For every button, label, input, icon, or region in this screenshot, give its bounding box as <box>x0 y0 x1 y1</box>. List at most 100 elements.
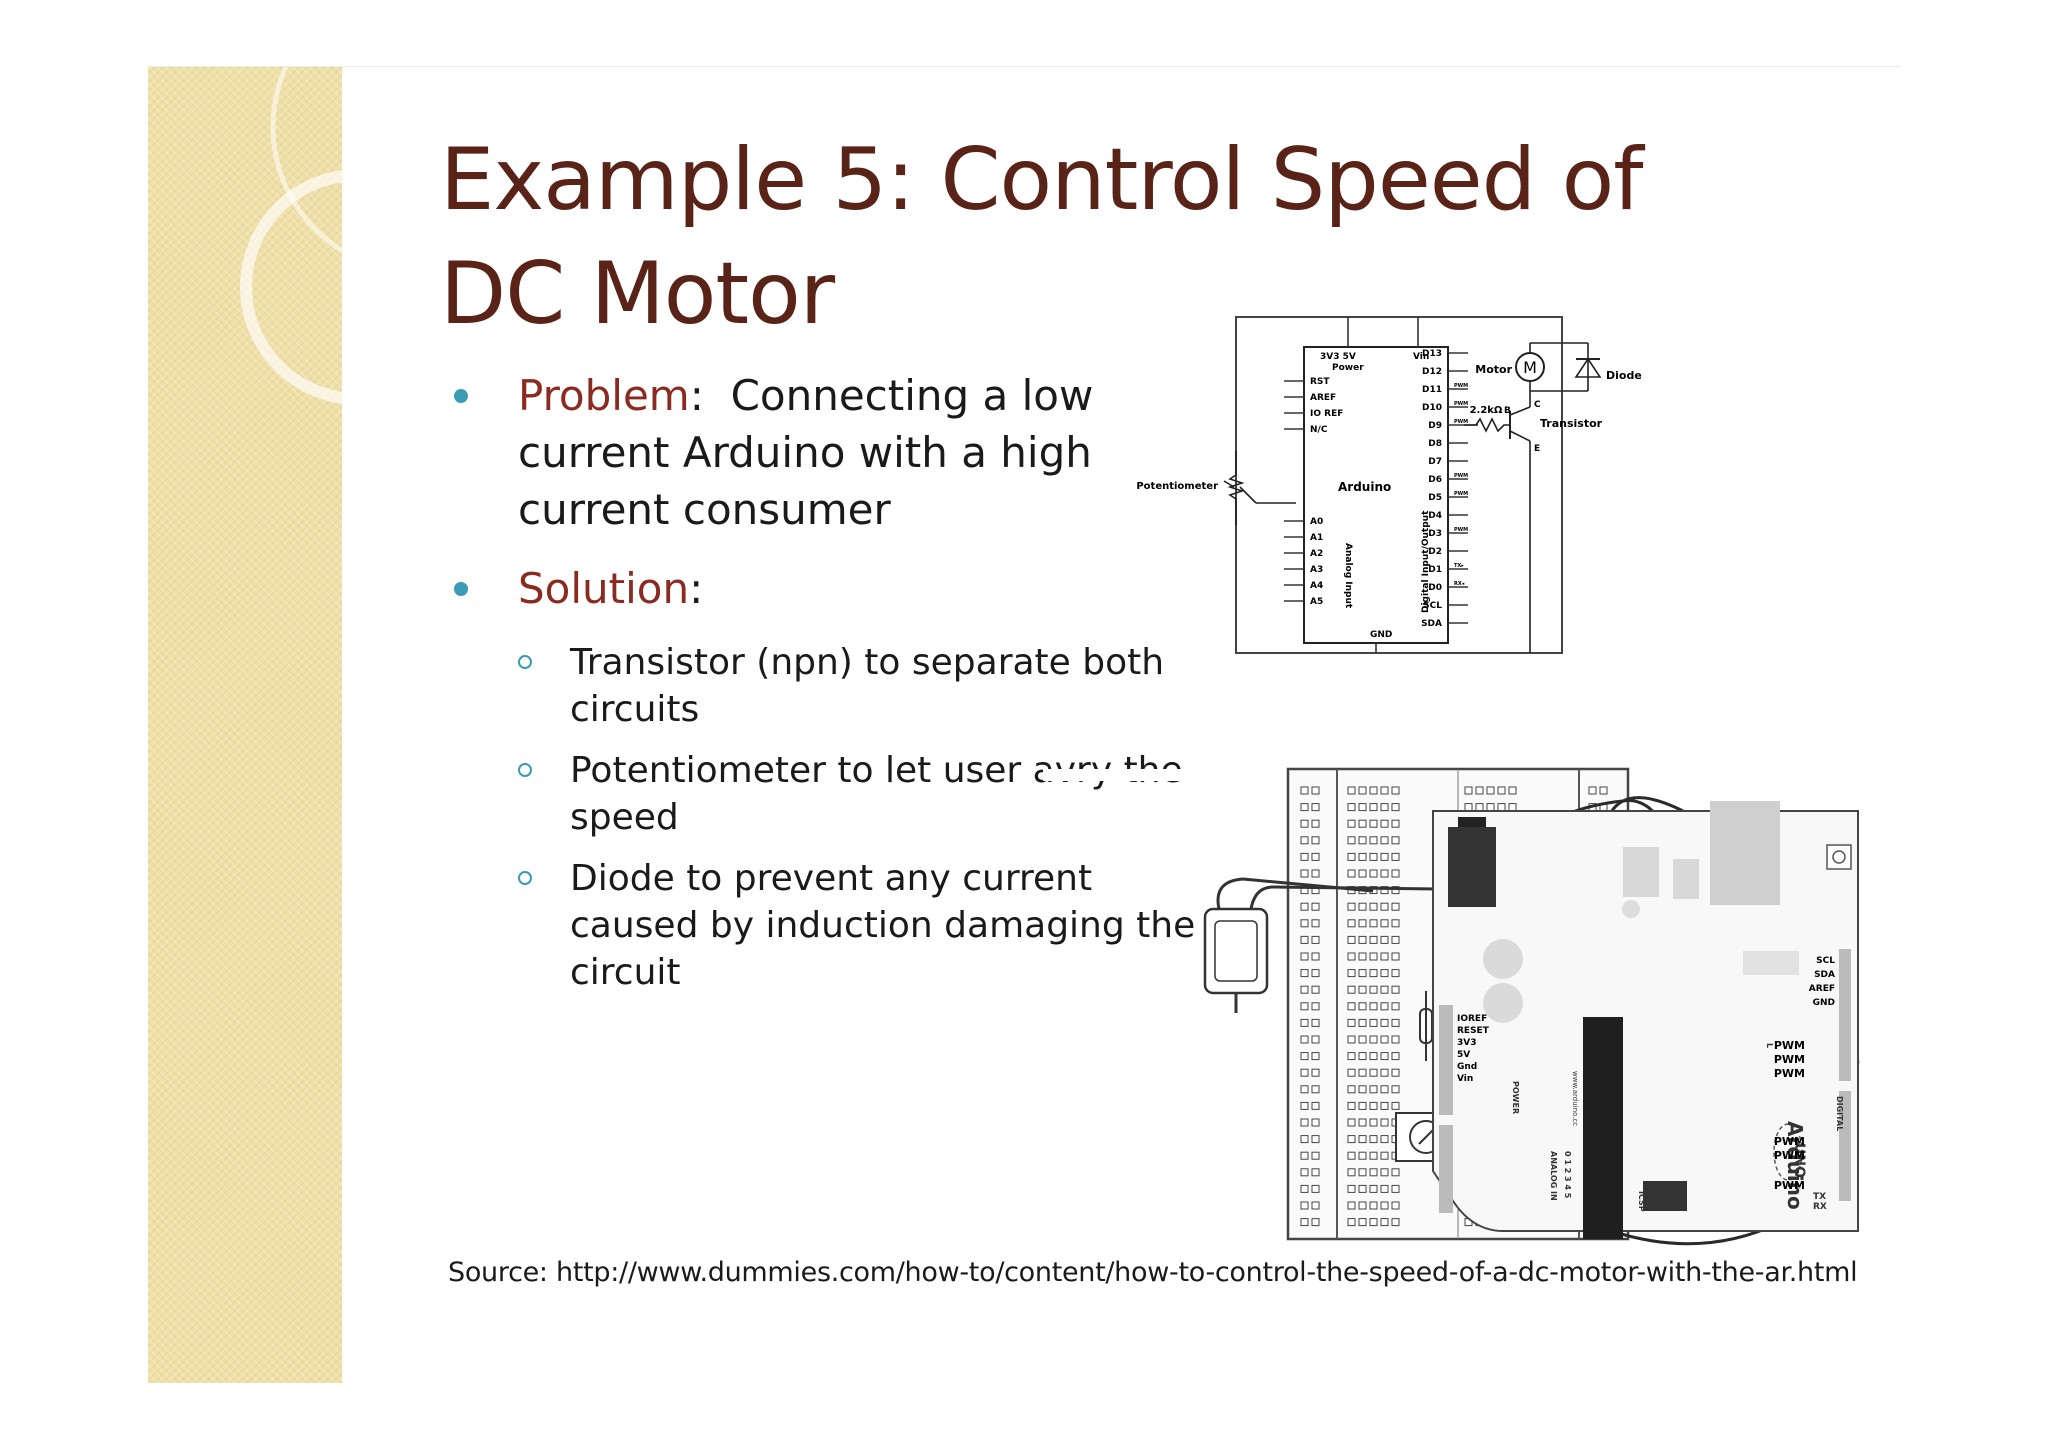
schematic-pin-label: A2 <box>1310 549 1323 559</box>
header-label: SCL <box>1816 956 1835 966</box>
pin-c-label: C <box>1534 400 1541 410</box>
url-label: www.arduino.cc <box>1571 1071 1579 1126</box>
header-label: Gnd <box>1457 1062 1477 1072</box>
bullet-separator: : <box>689 564 704 613</box>
power-header-label: 3V3 5V <box>1320 352 1356 362</box>
bullet-problem: Problem: Connecting a low current Arduin… <box>454 367 1224 538</box>
bullet-separator: : <box>689 371 704 420</box>
bullet-lead: Solution <box>518 564 690 613</box>
breadboard-illustration: Arduino UNO DIGITAL POWER ANALOG IN 0 1 … <box>1043 767 1860 1246</box>
sub-bullet-ring-icon <box>518 655 532 669</box>
header-label: SDA <box>1814 970 1835 980</box>
analog-input-label: Analog Input <box>1343 543 1353 609</box>
power-header-label: POWER <box>1511 1081 1520 1114</box>
schematic-pin-label: RST <box>1310 377 1330 387</box>
tx-label: TX <box>1813 1192 1826 1202</box>
pwm-label: PWM <box>1774 1149 1805 1162</box>
bullet-list: Problem: Connecting a low current Arduin… <box>454 367 1224 1010</box>
header-label: IOREF <box>1457 1014 1487 1024</box>
slide: Example 5: Control Speed of DC Motor Pro… <box>148 66 1900 1383</box>
right-header-labels: SCL SDA AREF GND <box>1809 956 1835 1008</box>
pwm-tag: PWM <box>1454 491 1468 497</box>
digital-io-label: Digital Input/Output <box>1421 510 1431 613</box>
pwm-tag: PWM <box>1454 527 1468 533</box>
header-label: Vin <box>1457 1074 1473 1084</box>
arduino-label: Arduino <box>1338 480 1391 494</box>
pwm-label: PWM <box>1774 1053 1805 1066</box>
schematic-pin-label: A5 <box>1310 597 1323 607</box>
breadboard-holes <box>1300 786 1608 1227</box>
sub-bullet-ring-icon <box>518 763 532 777</box>
decorative-side-band <box>148 67 342 1383</box>
gnd-label: GND <box>1370 630 1392 640</box>
schematic-pin-label: D3 <box>1428 529 1442 539</box>
arduino-board-illustration: Arduino UNO DIGITAL POWER ANALOG IN 0 1 … <box>1432 801 1859 1239</box>
rx-label: RX <box>1813 1202 1827 1212</box>
diode-label: Diode <box>1606 369 1642 382</box>
header-label: 3V3 <box>1457 1038 1477 1048</box>
sub-bullet: Diode to prevent any current caused by i… <box>454 855 1224 996</box>
sub-bullet-text: Diode to prevent any current caused by i… <box>570 858 1196 993</box>
dc-motor-icon <box>1203 877 1439 1013</box>
source-citation: Source: http://www.dummies.com/how-to/co… <box>448 1257 1858 1288</box>
schematic-pin-label: D2 <box>1428 547 1442 557</box>
sub-bullet-ring-icon <box>518 871 532 885</box>
bullet-lead: Problem <box>518 371 690 420</box>
schematic-pin-label: N/C <box>1310 425 1328 435</box>
motor-symbol: M <box>1523 358 1537 377</box>
schematic-pin-label: SDA <box>1421 619 1442 629</box>
schematic-pin-label: A1 <box>1310 533 1323 543</box>
analog-numbers-label: 0 1 2 3 4 5 <box>1563 1151 1572 1199</box>
schematic-pin-label: D8 <box>1428 439 1442 449</box>
bullet-dot-icon <box>454 389 468 403</box>
uno-label: UNO <box>1791 1143 1807 1178</box>
schematic-pin-label: D4 <box>1428 511 1442 521</box>
schematic-pin-label: D13 <box>1422 349 1442 359</box>
schematic-pin-label: AREF <box>1310 393 1336 403</box>
led-l-label: L <box>1765 1043 1774 1048</box>
transistor-label: Transistor <box>1540 417 1603 430</box>
rx-tag: RX◂ <box>1454 581 1465 587</box>
pwm-label: PWM <box>1774 1179 1805 1192</box>
schematic-pin-label: D0 <box>1428 583 1442 593</box>
bullet-text: Connecting a low current Arduino with a … <box>518 371 1107 534</box>
schematic-pin-label: SCL <box>1423 601 1442 611</box>
schematic-pin-label: D10 <box>1422 403 1442 413</box>
pwm-label: PWM <box>1774 1067 1805 1080</box>
schematic-pin-label: D12 <box>1422 367 1442 377</box>
tx-tag: TX▸ <box>1454 563 1464 569</box>
bullet-dot-icon <box>454 582 468 596</box>
schematic-pin-label: D11 <box>1422 385 1442 395</box>
circuit-schematic: 3V3 5V Power Vin Arduino GND Analog Inpu… <box>1136 316 1642 654</box>
pwm-tag: PWM <box>1454 419 1468 425</box>
schematic-pin-label: A3 <box>1310 565 1323 575</box>
header-label: GND <box>1813 998 1835 1008</box>
pin-b-label: B <box>1504 406 1511 416</box>
schematic-pin-label: IO REF <box>1310 409 1343 419</box>
sub-bullet-text: Transistor (npn) to separate both circui… <box>570 642 1165 730</box>
digital-label: DIGITAL <box>1835 1096 1844 1131</box>
bullet-solution: Solution: <box>454 560 1224 617</box>
potentiometer-label: Potentiometer <box>1136 481 1218 492</box>
schematic-pin-label: D7 <box>1428 457 1442 467</box>
analog-in-label: ANALOG IN <box>1549 1151 1558 1201</box>
schematic-pin-label: D1 <box>1428 565 1442 575</box>
schematic-pin-label: D9 <box>1428 421 1442 431</box>
icsp-label: ICSP <box>1637 1191 1646 1212</box>
schematic-pin-label: A0 <box>1310 517 1323 527</box>
pwm-label: PWM <box>1774 1135 1805 1148</box>
pwm-tag: PWM <box>1454 473 1468 479</box>
sub-bullet: Transistor (npn) to separate both circui… <box>454 639 1224 733</box>
pwm-label: PWM <box>1774 1039 1805 1052</box>
motor-label: Motor <box>1475 363 1512 376</box>
slide-title: Example 5: Control Speed of DC Motor <box>440 130 1644 344</box>
header-label: AREF <box>1809 984 1835 994</box>
decorative-rings-icon <box>240 67 342 404</box>
schematic-pin-label: D6 <box>1428 475 1442 485</box>
schematic-pin-label: D5 <box>1428 493 1442 503</box>
board-name-label: Arduino <box>1783 1121 1807 1210</box>
